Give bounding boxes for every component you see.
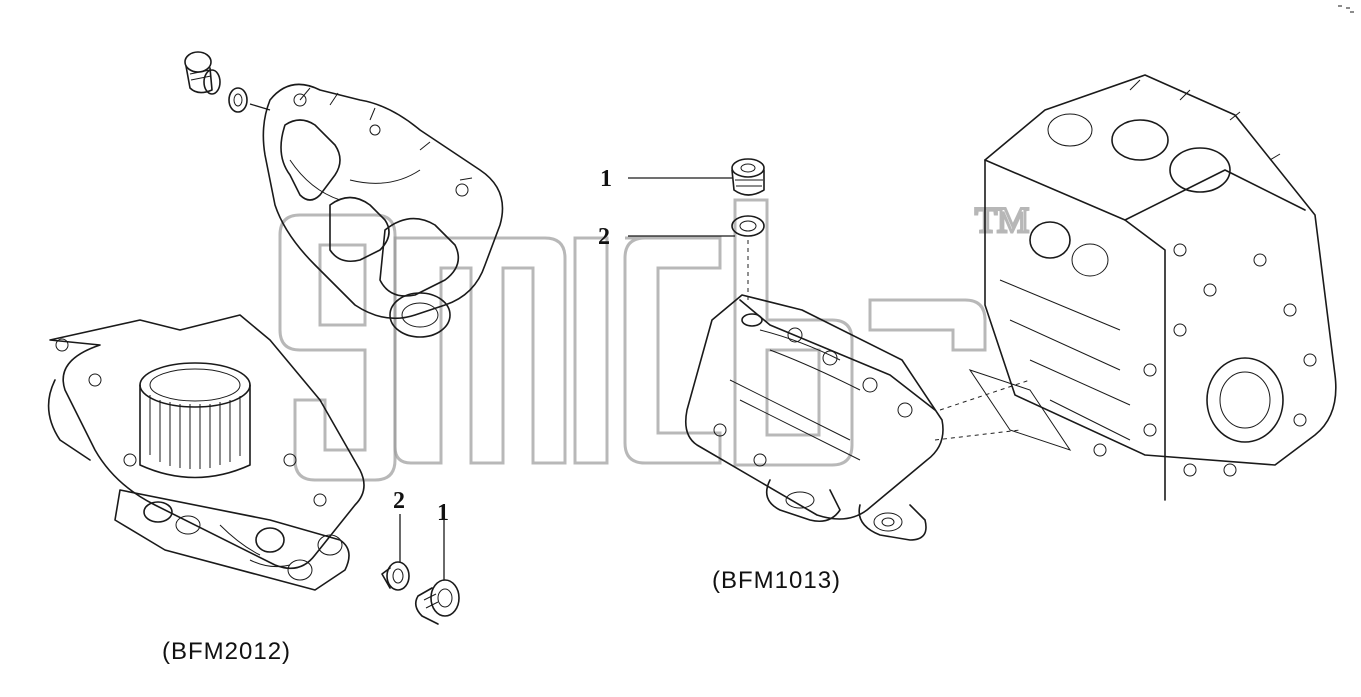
bfm2012-plug-top (184, 51, 221, 95)
bfm2012-front-housing (47, 314, 365, 591)
bfm2012-washer-bottom (381, 561, 410, 591)
bfm2012-plug-bottom (414, 579, 460, 625)
trademark-mark: TM (975, 200, 1029, 240)
bfm2012-washer-top (228, 87, 248, 113)
watermark-logo: TM (278, 198, 1031, 482)
callout-right-2: 2 (598, 224, 610, 250)
corner-mark (1338, 5, 1354, 13)
label-bfm2012: (BFM2012) (162, 638, 291, 665)
bfm1013-washer-top (731, 215, 765, 237)
bfm2012-gasket-housing (262, 83, 504, 338)
align-line-2 (934, 429, 1021, 441)
callout-left-1: 1 (437, 500, 449, 526)
callout-right-1: 1 (600, 166, 612, 192)
engine-block (968, 74, 1337, 501)
bfm1013-housing (684, 294, 944, 541)
label-bfm1013: (BFM1013) (712, 567, 841, 594)
callout-left-2: 2 (393, 488, 405, 514)
bfm1013-plug-top (731, 158, 765, 196)
